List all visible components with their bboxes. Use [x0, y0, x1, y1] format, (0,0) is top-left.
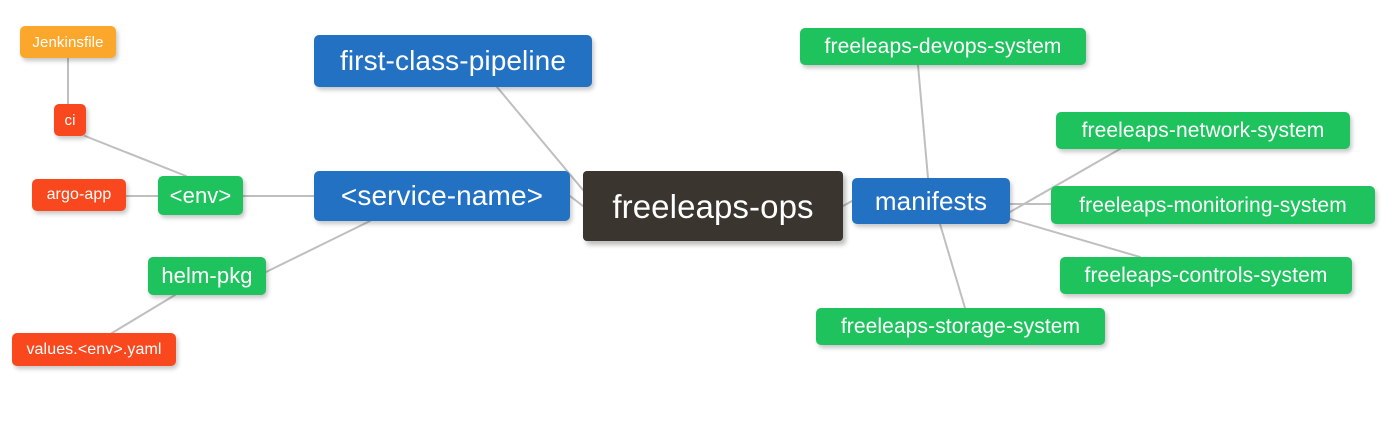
mindmap-node-env[interactable]: <env> [158, 176, 243, 215]
mindmap-node-freeleaps-network-system[interactable]: freeleaps-network-system [1056, 112, 1350, 149]
mindmap-node-argo-app[interactable]: argo-app [32, 179, 126, 211]
mindmap-node-label: freeleaps-controls-system [1084, 264, 1328, 287]
mindmap-node-freeleaps-storage-system[interactable]: freeleaps-storage-system [816, 308, 1105, 345]
edge-manifests-to-freeleaps-storage-system [939, 223, 966, 309]
mindmap-node-label: first-class-pipeline [339, 45, 567, 76]
mindmap-node-label: freeleaps-storage-system [840, 315, 1081, 338]
edge-service-name-to-helm-pkg [265, 220, 371, 273]
mindmap-node-freeleaps-controls-system[interactable]: freeleaps-controls-system [1060, 257, 1352, 294]
edge-manifests-to-freeleaps-controls-system [1009, 218, 1141, 258]
mindmap-node-label: values.<env>.yaml [26, 340, 162, 358]
mindmap-node-label: ci [64, 111, 76, 129]
mindmap-node-ci[interactable]: ci [54, 104, 86, 136]
mindmap-node-label: helm-pkg [161, 263, 253, 288]
mindmap-node-freeleaps-monitoring-system[interactable]: freeleaps-monitoring-system [1051, 186, 1375, 224]
mindmap-node-label: freeleaps-devops-system [824, 35, 1062, 58]
mindmap-node-label: <service-name> [340, 180, 544, 211]
edge-freeleaps-ops-to-service-name [569, 195, 584, 207]
mindmap-node-label: freeleaps-monitoring-system [1079, 193, 1347, 217]
mindmap-node-service-name[interactable]: <service-name> [314, 171, 570, 221]
edge-helm-pkg-to-values-yaml [111, 294, 176, 334]
mindmap-node-freeleaps-ops[interactable]: freeleaps-ops [583, 171, 843, 241]
mindmap-node-first-class-pipeline[interactable]: first-class-pipeline [314, 35, 592, 87]
edge-freeleaps-ops-to-manifests [842, 200, 853, 207]
edge-env-to-ci [84, 135, 187, 177]
mindmap-node-jenkinsfile[interactable]: Jenkinsfile [20, 26, 116, 58]
edge-manifests-to-freeleaps-devops-system [917, 64, 929, 179]
mindmap-node-manifests[interactable]: manifests [852, 178, 1010, 224]
mindmap-node-label: Jenkinsfile [32, 33, 104, 51]
mindmap-node-label: <env> [169, 182, 232, 208]
mindmap-node-label: manifests [874, 186, 988, 216]
mindmap-node-freeleaps-devops-system[interactable]: freeleaps-devops-system [800, 28, 1086, 65]
mindmap-node-values-yaml[interactable]: values.<env>.yaml [12, 333, 176, 366]
mindmap-node-label: freeleaps-network-system [1081, 119, 1325, 142]
mindmap-node-label: argo-app [46, 186, 112, 203]
mindmap-node-label: freeleaps-ops [612, 187, 814, 225]
mindmap-node-helm-pkg[interactable]: helm-pkg [148, 257, 266, 295]
